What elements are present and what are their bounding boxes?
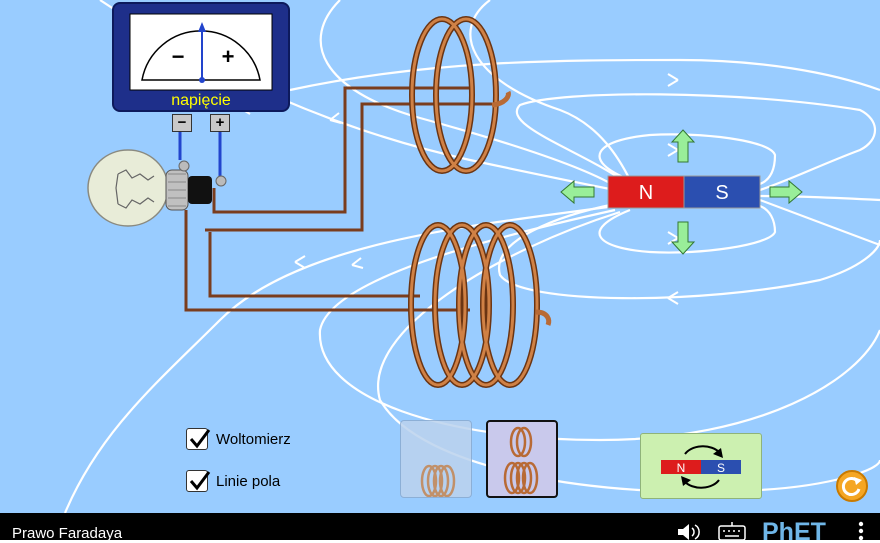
circuit-wires [178,86,500,312]
bar-magnet[interactable]: N S [607,175,761,209]
two-coils-icon [503,426,539,495]
voltmeter-checkbox-label: Woltomierz [216,430,291,448]
field-lines-checkbox[interactable]: Linie pola [186,470,280,492]
one-coil-icon [420,464,456,498]
field-arrow [351,257,364,269]
field-line [318,208,880,442]
flip-icon: N S [661,445,741,489]
field-line [469,0,631,181]
voltmeter-checkbox-box[interactable] [186,428,211,450]
wire [205,102,500,232]
field-lines-checkbox-label: Linie pola [216,472,281,490]
checkmark-icon [189,429,211,449]
coil-bottom [408,222,552,388]
magnet-north[interactable] [607,175,685,209]
terminal-plus: + [210,114,230,132]
magnet-south-label: S [715,182,728,204]
field-arrow [667,231,679,245]
voltmeter-dial: − + [129,13,273,91]
field-line [598,204,777,254]
field-line [759,198,880,247]
arrow-down-icon[interactable] [670,221,696,255]
one-coil-button[interactable] [400,420,472,498]
magnet-north-label: N [639,182,653,204]
field-arrow [294,255,306,269]
flip-polarity-button[interactable]: N S [640,433,762,499]
field-line [319,0,616,187]
field-lines-checkbox-box[interactable] [186,470,211,492]
phet-logo-text: PhET [762,519,826,540]
field-arrow [667,73,679,87]
keyboard-icon[interactable] [718,522,746,540]
coil-top [409,16,511,174]
magnet-drag-arrows[interactable] [560,129,803,255]
field-arrow [667,143,679,157]
field-arrow [329,112,342,124]
field-line [63,204,616,513]
flip-south-label: S [717,461,725,475]
sound-icon[interactable] [676,522,702,540]
navbar: Prawo Faradaya PhET [0,513,880,542]
lightbulb-icon [87,149,227,227]
wire [208,232,420,298]
voltmeter-checkbox[interactable]: Woltomierz [186,428,291,450]
terminal-minus: − [172,114,192,132]
field-arrow [667,291,679,305]
dial-minus-sign: − [172,44,185,69]
sim-title: Prawo Faradaya [12,525,123,542]
menu-icon[interactable] [856,521,866,540]
voltmeter: − + napięcie [112,2,290,112]
checkmark-icon [189,471,211,491]
dial-plus-sign: + [222,44,235,69]
arrow-right-icon[interactable] [769,179,803,205]
wire [184,210,470,312]
field-line [289,58,880,92]
voltmeter-label: napięcie [171,92,231,109]
flip-north-label: N [677,461,686,475]
magnet-south[interactable] [683,175,761,209]
simulation-stage: N S − + napięcie − + Woltomierz [0,0,880,513]
reset-button[interactable] [836,470,868,502]
arrow-left-icon[interactable] [560,179,595,205]
wire [212,86,470,214]
field-line [516,93,876,192]
field-line [598,133,777,186]
reset-icon [841,477,862,496]
field-line [497,202,880,300]
two-coils-button[interactable] [486,420,558,498]
arrow-up-icon[interactable] [670,129,696,163]
phet-logo[interactable]: PhET [762,519,842,540]
